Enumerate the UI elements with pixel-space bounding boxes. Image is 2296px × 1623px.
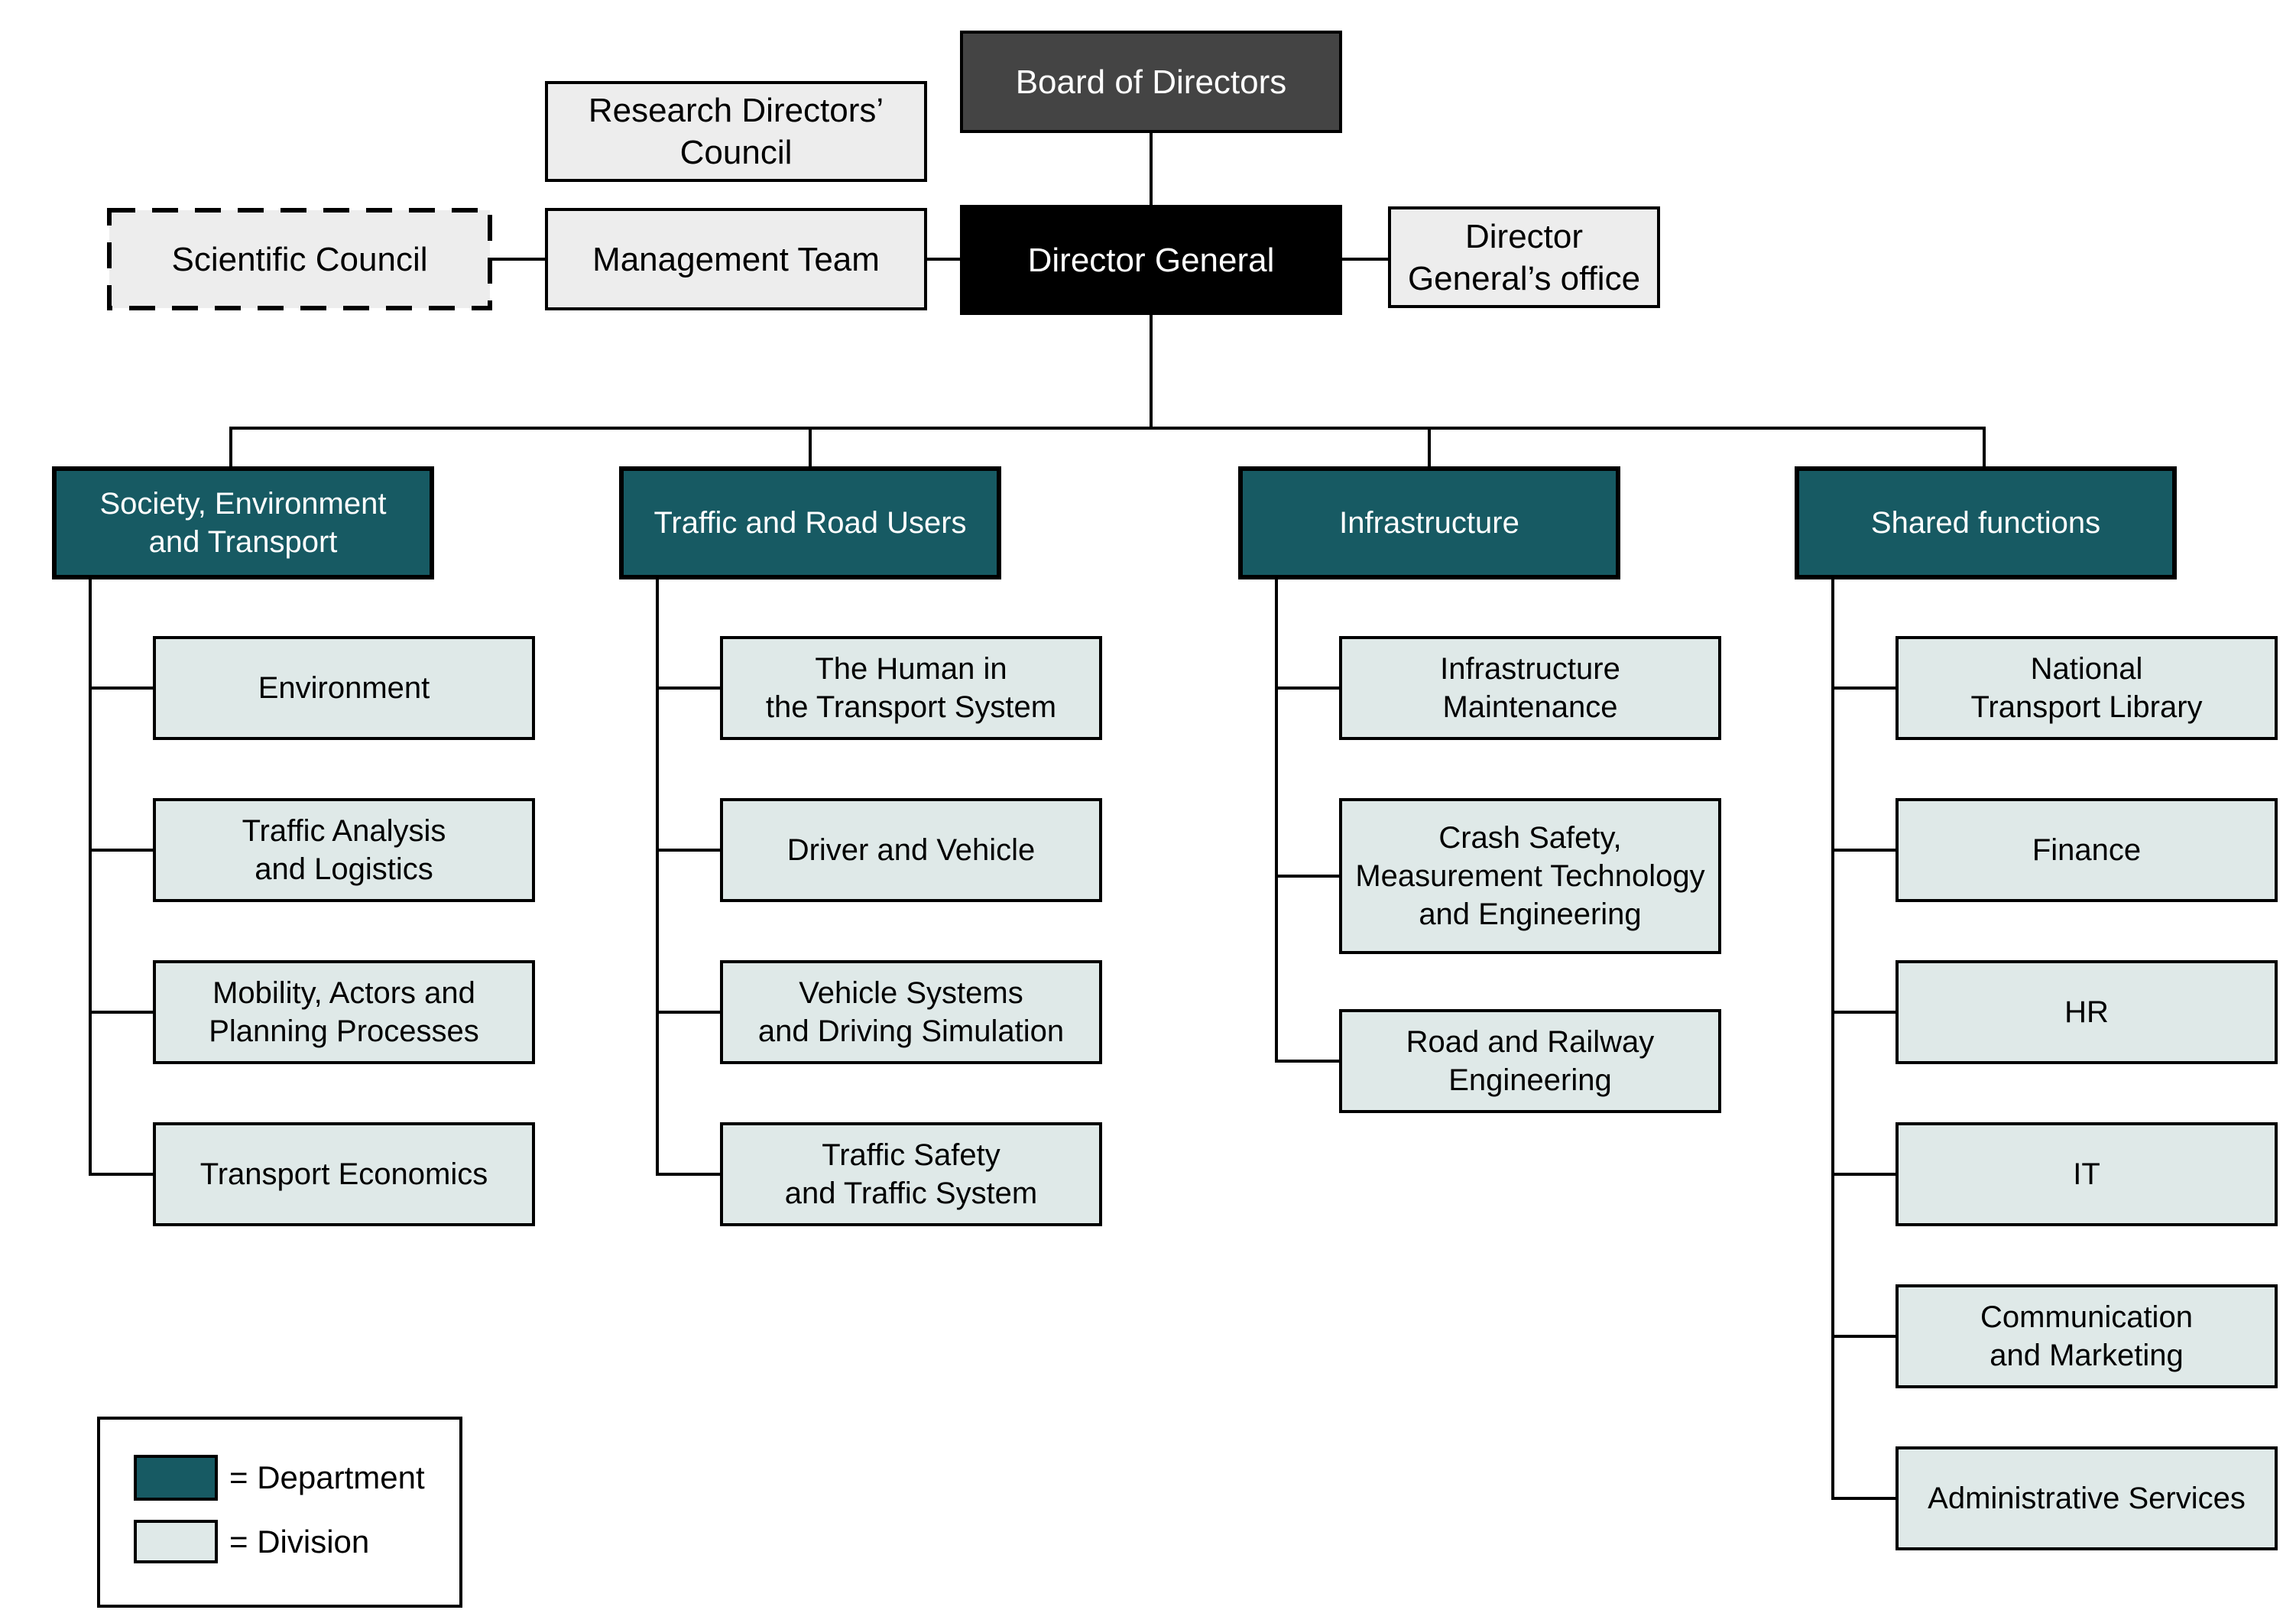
connector-line bbox=[1275, 579, 1278, 1063]
box-board-of-directors: Board of Directors bbox=[960, 31, 1342, 133]
division-communication-and-marketing: Communication and Marketing bbox=[1895, 1284, 2278, 1388]
connector-line bbox=[229, 427, 232, 466]
connector-line bbox=[1275, 875, 1339, 878]
division-crash-safety-measurement-technology-and-engineering: Crash Safety, Measurement Technology and… bbox=[1339, 798, 1721, 954]
department-label: Infrastructure bbox=[1339, 506, 1519, 540]
connector-line bbox=[656, 1011, 720, 1014]
connector-line bbox=[89, 1011, 153, 1014]
division-label: Infrastructure Maintenance bbox=[1440, 652, 1620, 724]
legend-division-swatch bbox=[134, 1520, 218, 1563]
division-administrative-services: Administrative Services bbox=[1895, 1446, 2278, 1550]
division-it: IT bbox=[1895, 1122, 2278, 1226]
connector-line bbox=[1150, 315, 1153, 430]
connector-line bbox=[492, 258, 545, 261]
box-label: Scientific Council bbox=[171, 240, 428, 278]
division-label: Communication and Marketing bbox=[1980, 1300, 2193, 1372]
legend-division-label: = Division bbox=[229, 1523, 370, 1560]
connector-line bbox=[1150, 133, 1153, 206]
connector-line bbox=[1831, 1173, 1895, 1176]
dashed-border bbox=[107, 208, 492, 310]
department-label: Traffic and Road Users bbox=[653, 506, 967, 540]
box-label: Research Directors’ Council bbox=[588, 92, 884, 171]
box-scientific-council: Scientific Council bbox=[107, 208, 492, 310]
connector-line bbox=[1342, 258, 1388, 261]
division-traffic-safety-and-traffic-system: Traffic Safety and Traffic System bbox=[720, 1122, 1102, 1226]
connector-line bbox=[1428, 427, 1431, 466]
box-label: Director General’s office bbox=[1407, 217, 1641, 297]
division-label: Crash Safety, Measurement Technology and… bbox=[1355, 821, 1705, 931]
department-label: Shared functions bbox=[1870, 506, 2101, 540]
division-transport-economics: Transport Economics bbox=[153, 1122, 535, 1226]
division-label: Traffic Safety and Traffic System bbox=[784, 1138, 1038, 1210]
box-director-general: Director General bbox=[960, 205, 1342, 315]
division-label: Traffic Analysis and Logistics bbox=[242, 814, 446, 886]
connector-line bbox=[656, 1173, 720, 1176]
division-national-transport-library: National Transport Library bbox=[1895, 636, 2278, 740]
division-infrastructure-maintenance: Infrastructure Maintenance bbox=[1339, 636, 1721, 740]
connector-line bbox=[1275, 1060, 1339, 1063]
division-label: Finance bbox=[2032, 833, 2142, 867]
box-label: Board of Directors bbox=[1015, 63, 1287, 101]
connector-line bbox=[656, 579, 659, 1176]
connector-line bbox=[1983, 427, 1986, 466]
division-driver-and-vehicle: Driver and Vehicle bbox=[720, 798, 1102, 902]
connector-line bbox=[656, 849, 720, 852]
division-label: Environment bbox=[258, 671, 430, 705]
division-label: Mobility, Actors and Planning Processes bbox=[209, 976, 479, 1048]
connector-line bbox=[1831, 579, 1834, 1500]
box-management-team: Management Team bbox=[545, 208, 927, 310]
division-label: IT bbox=[2073, 1157, 2100, 1191]
division-mobility-actors-and-planning-processes: Mobility, Actors and Planning Processes bbox=[153, 960, 535, 1064]
division-label: Administrative Services bbox=[1928, 1482, 2246, 1515]
division-label: National Transport Library bbox=[1970, 652, 2203, 724]
division-label: HR bbox=[2064, 995, 2109, 1029]
connector-line bbox=[1831, 1011, 1895, 1014]
connector-line bbox=[89, 1173, 153, 1176]
connector-line bbox=[1831, 849, 1895, 852]
division-traffic-analysis-and-logistics: Traffic Analysis and Logistics bbox=[153, 798, 535, 902]
division-label: Road and Railway Engineering bbox=[1406, 1025, 1655, 1097]
department-label: Society, Environment and Transport bbox=[99, 487, 387, 559]
division-label: Driver and Vehicle bbox=[786, 833, 1036, 867]
connector-line bbox=[1831, 1497, 1895, 1500]
connector-line bbox=[809, 427, 812, 466]
legend-department-label: = Department bbox=[229, 1459, 425, 1495]
box-director-generals-office: Director General’s office bbox=[1388, 206, 1660, 308]
division-label: Vehicle Systems and Driving Simulation bbox=[757, 976, 1065, 1048]
legend-department-swatch bbox=[134, 1455, 218, 1501]
connector-line bbox=[656, 687, 720, 690]
division-label: Transport Economics bbox=[199, 1157, 488, 1191]
connector-line bbox=[89, 849, 153, 852]
division-road-and-railway-engineering: Road and Railway Engineering bbox=[1339, 1009, 1721, 1113]
connector-line bbox=[1831, 1335, 1895, 1338]
division-hr: HR bbox=[1895, 960, 2278, 1064]
connector-line bbox=[1831, 687, 1895, 690]
legend bbox=[97, 1417, 462, 1608]
department-society-environment-and-transport: Society, Environment and Transport bbox=[52, 466, 434, 579]
department-shared-functions: Shared functions bbox=[1795, 466, 2177, 579]
division-vehicle-systems-and-driving-simulation: Vehicle Systems and Driving Simulation bbox=[720, 960, 1102, 1064]
connector-line bbox=[927, 258, 960, 261]
department-traffic-and-road-users: Traffic and Road Users bbox=[619, 466, 1001, 579]
connector-line bbox=[229, 427, 1986, 430]
box-research-directors-council: Research Directors’ Council bbox=[545, 81, 927, 182]
box-label: Management Team bbox=[592, 240, 880, 278]
division-label: The Human in the Transport System bbox=[765, 652, 1057, 724]
connector-line bbox=[89, 579, 92, 1176]
box-label: Director General bbox=[1027, 241, 1275, 279]
division-finance: Finance bbox=[1895, 798, 2278, 902]
connector-line bbox=[89, 687, 153, 690]
division-environment: Environment bbox=[153, 636, 535, 740]
division-the-human-in-the-transport-system: The Human in the Transport System bbox=[720, 636, 1102, 740]
department-infrastructure: Infrastructure bbox=[1238, 466, 1620, 579]
connector-line bbox=[1275, 687, 1339, 690]
